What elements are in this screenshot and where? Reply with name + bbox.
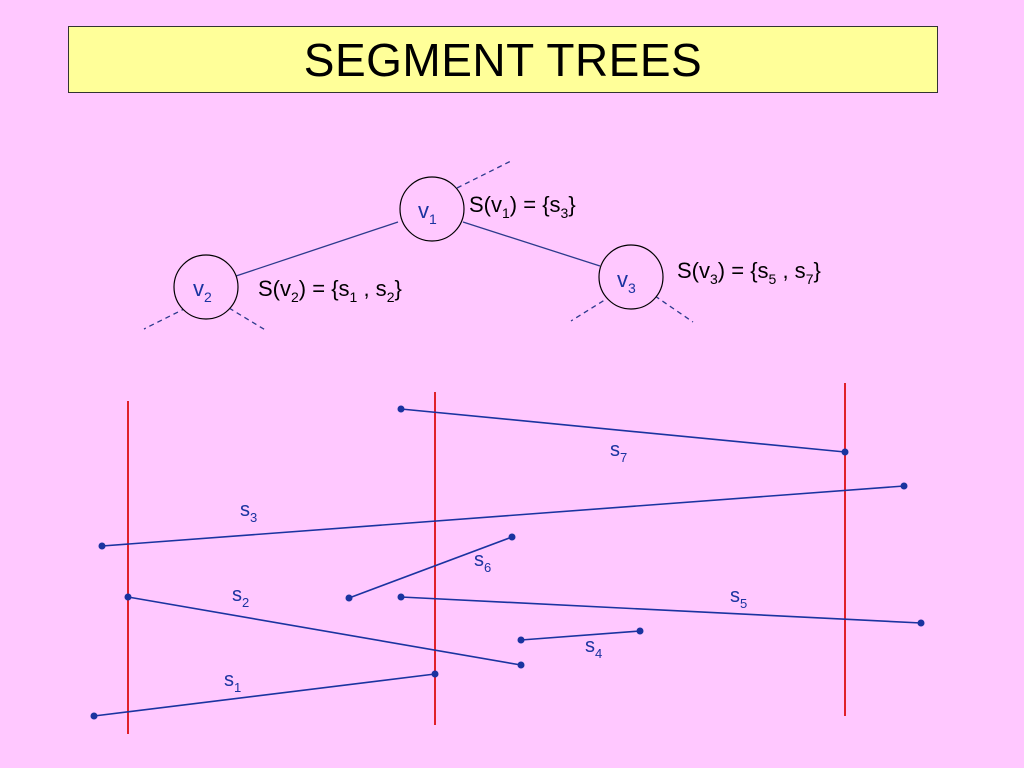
endpoint [636,627,644,635]
segment-label-s3: s3 [240,499,257,525]
endpoint [124,593,132,601]
slab-lines [127,383,846,734]
dashed-edge-v3-left [570,295,612,322]
dashed-edge-v1 [456,159,514,189]
dashed-edge-v2-left [143,307,187,330]
segment-s5 [397,593,925,627]
dashed-edge-v2-right [228,307,268,332]
segment-line-s4 [520,630,641,641]
node-label-v2: v2 [193,276,212,305]
tree-node-v3: v3 [598,244,664,310]
page-title: SEGMENT TREES [303,33,703,86]
segment-line-s6 [348,536,513,599]
set-label-v2: S(v2) = {s1 , s2} [258,276,402,305]
node-label-v1: v1 [418,198,437,227]
endpoint [431,670,439,678]
segment-label-s7: s7 [610,439,627,465]
title-box: SEGMENT TREES [68,26,938,93]
node-label-v3: v3 [617,267,636,296]
set-label-v3: S(v3) = {s5 , s7} [677,258,821,287]
endpoint [397,593,405,601]
endpoint [508,533,516,541]
node-circle-v1 [399,176,465,242]
segment-line-s3 [101,485,905,547]
endpoint [900,482,908,490]
set-label-v1: S(v1) = {s3} [469,192,576,221]
segment-s3 [98,482,908,550]
segment-line-s2 [127,596,522,666]
segment-label-s5: s5 [730,585,747,611]
endpoint [517,636,525,644]
segment-label-s6: s6 [474,549,491,575]
endpoint [345,594,353,602]
endpoint [841,448,849,456]
node-circle-v3 [598,244,664,310]
edge-v1-v3 [462,221,601,267]
segment-label-s1: s1 [224,669,241,695]
endpoint [397,405,405,413]
tree-node-v2: v2 [173,254,239,320]
segment-s7 [397,405,849,456]
segment-label-s2: s2 [232,584,249,610]
segment-s1 [90,670,439,720]
node-circle-v2 [173,254,239,320]
segment-line-s1 [93,673,436,717]
segment-line-s5 [400,596,922,624]
dashed-edge-v3-right [654,295,694,323]
endpoint [98,542,106,550]
tree-edges [143,159,694,332]
endpoint [517,661,525,669]
segment-line-s7 [400,408,846,453]
endpoint [917,619,925,627]
segments [90,405,925,720]
edge-v1-v2 [235,221,399,277]
tree-node-v1: v1 [399,176,465,242]
segment-s4 [517,627,644,644]
segment-label-s4: s4 [585,635,602,661]
segment-s6 [345,533,516,602]
segment-s2 [124,593,525,669]
endpoint [90,712,98,720]
